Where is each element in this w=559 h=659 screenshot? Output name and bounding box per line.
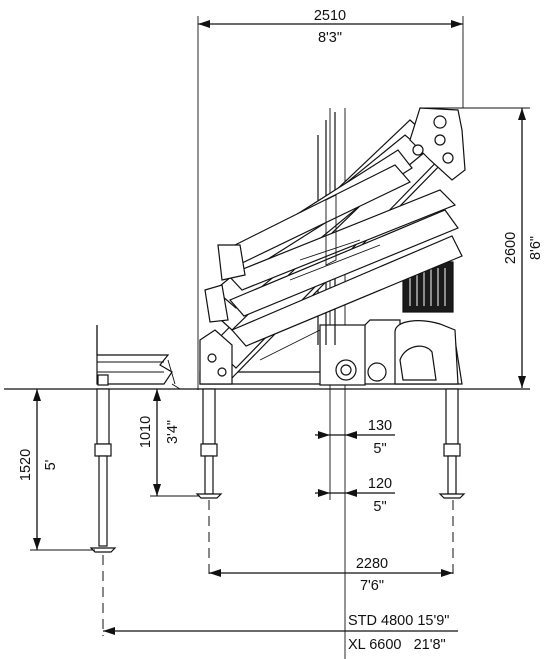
stabilizer-depth-dimension: 1010 3'4" bbox=[138, 389, 200, 497]
offset-lower-dimension: 120 5" bbox=[315, 476, 395, 515]
offset-upper-metric: 130 bbox=[368, 418, 392, 434]
overall-width-imperial: 8'3" bbox=[318, 30, 342, 46]
right-stabilizer-leg bbox=[438, 388, 466, 499]
left-stabilizer-leg bbox=[195, 388, 223, 499]
height-imperial: 8'6" bbox=[528, 236, 544, 260]
stabilizer-span-imperial: 7'6" bbox=[360, 578, 384, 594]
offset-upper-dimension: 130 5" bbox=[315, 418, 395, 457]
spread-std-label: STD 4800 15'9" bbox=[348, 613, 449, 629]
stabilizer-span-metric: 2280 bbox=[356, 556, 388, 572]
stabilizer-span-dimension: 2280 7'6" bbox=[208, 500, 454, 594]
left-extension-beam bbox=[96, 325, 181, 390]
offset-lower-imperial: 5" bbox=[373, 499, 386, 515]
spread-dimension: STD 4800 15'9" XL 6600 21'8" bbox=[102, 555, 458, 653]
extension-depth-dimension: 1520 5' bbox=[18, 389, 95, 551]
height-dimension: 2600 8'6" bbox=[420, 107, 544, 388]
extension-leg bbox=[89, 374, 117, 553]
stabilizer-depth-metric: 1010 bbox=[138, 416, 154, 448]
overall-width-metric: 2510 bbox=[314, 8, 346, 24]
crane-body bbox=[199, 107, 466, 386]
spread-xl-label: XL 6600 21'8" bbox=[348, 637, 446, 653]
offset-upper-imperial: 5" bbox=[373, 441, 386, 457]
offset-lower-metric: 120 bbox=[368, 476, 392, 492]
height-metric: 2600 bbox=[503, 232, 519, 264]
stabilizer-depth-imperial: 3'4" bbox=[165, 420, 181, 444]
overall-width-dimension: 2510 8'3" bbox=[197, 8, 464, 390]
extension-depth-imperial: 5' bbox=[43, 459, 59, 470]
extension-depth-metric: 1520 bbox=[18, 449, 34, 481]
